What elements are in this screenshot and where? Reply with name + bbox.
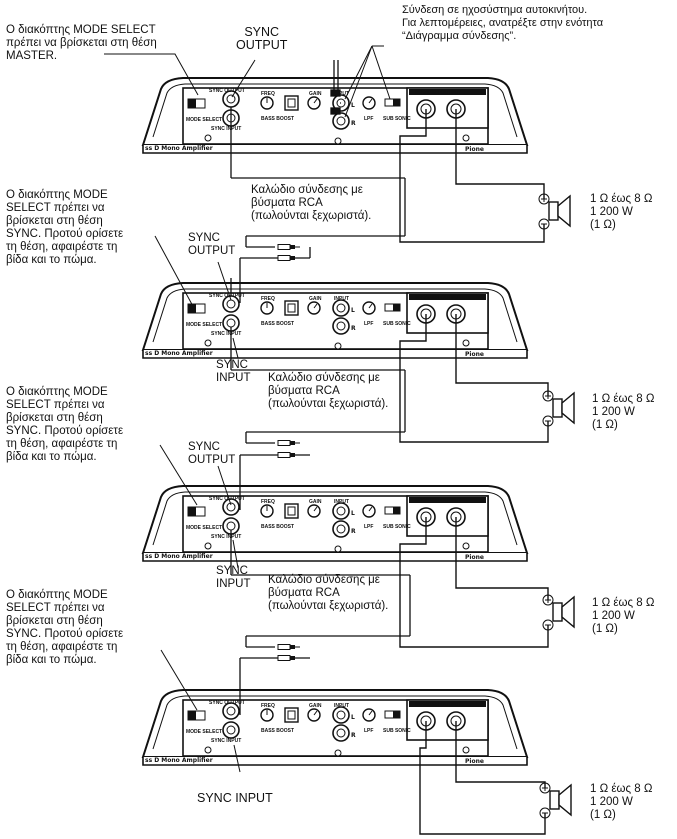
speaker-spec-4: 1 Ω έως 8 Ω 1 200 W (1 Ω) [590,783,653,821]
panel-sync-input-2: SYNC INPUT [211,331,241,337]
panel-speaker-output-4: SPEAKER OUTPUT [415,702,461,708]
panel-sync-output-2: SYNC OUTPUT [209,293,245,299]
amplifier-master [142,77,528,154]
panel-sub-sonic-4: SUB SONIC [383,728,411,734]
amplifier-slave-2 [142,485,528,562]
panel-speaker-output-3: SPEAKER OUTPUT [415,498,461,504]
panel-model-4: ss D Mono Amplifier [145,757,213,764]
panel-bass-boost-4: BASS BOOST [261,728,294,734]
panel-brand-3: Pione [465,554,484,561]
sync-input-label-3: SYNC INPUT [216,565,251,590]
panel-model-3: ss D Mono Amplifier [145,553,213,560]
panel-input-4: INPUT [334,703,349,709]
panel-right-3: R [351,528,356,535]
speaker-4 [539,782,572,819]
panel-bass-boost-2: BASS BOOST [261,321,294,327]
speaker-wires [399,109,549,835]
sync-mode-note-2: Ο διακόπτης MODE SELECT πρέπει να βρίσκε… [6,386,124,463]
panel-mode-select-1: MODE SELECT [186,117,222,123]
panel-sub-sonic-3: SUB SONIC [383,524,411,530]
sync-output-label-2: SYNC OUTPUT [188,232,236,257]
panel-sync-input-1: SYNC INPUT [211,126,241,132]
panel-gain-1: GAIN [309,91,322,97]
sync-output-label-1: SYNC OUTPUT [236,25,288,52]
panel-mode-select-3: MODE SELECT [186,525,222,531]
panel-sync-output-4: SYNC OUTPUT [209,700,245,706]
panel-freq-3: FREQ [261,499,275,505]
speaker-spec-2: 1 Ω έως 8 Ω 1 200 W (1 Ω) [592,393,655,431]
panel-sub-sonic-2: SUB SONIC [383,321,411,327]
panel-right-4: R [351,732,356,739]
head-unit-rca-input [330,45,391,118]
panel-sync-input-3: SYNC INPUT [211,534,241,540]
rca-cable-note-2: Καλώδιο σύνδεσης με βύσματα RCA (πωλούντ… [268,372,389,410]
panel-lpf-2: LPF [364,321,373,327]
panel-lpf-1: LPF [364,116,373,122]
panel-input-2: INPUT [334,296,349,302]
sync-input-label-4: SYNC INPUT [197,791,273,805]
panel-bass-boost-3: BASS BOOST [261,524,294,530]
panel-brand-2: Pione [465,351,484,358]
speaker-spec-3: 1 Ω έως 8 Ω 1 200 W (1 Ω) [592,597,655,635]
panel-freq-1: FREQ [261,91,275,97]
speaker-1 [538,193,571,230]
panel-brand-4: Pione [465,758,484,765]
panel-gain-3: GAIN [309,499,322,505]
panel-sync-output-1: SYNC OUTPUT [209,88,245,94]
sync-input-label-2: SYNC INPUT [216,359,251,384]
panel-gain-4: GAIN [309,703,322,709]
speaker-spec-1: 1 Ω έως 8 Ω 1 200 W (1 Ω) [590,193,653,231]
panel-left-3: L [351,510,355,517]
rca-cable-note-1: Καλώδιο σύνδεσης με βύσματα RCA (πωλούντ… [251,184,372,222]
sync-mode-note-3: Ο διακόπτης MODE SELECT πρέπει να βρίσκε… [6,589,124,666]
panel-bass-boost-1: BASS BOOST [261,116,294,122]
panel-labels: FREQ GAIN INPUT BASS BOOST LPF SUB SONIC SPEAK… [145,88,484,765]
rca-cable-note-3: Καλώδιο σύνδεσης με βύσματα RCA (πωλούντ… [268,574,389,612]
panel-sync-input-4: SYNC INPUT [211,738,241,744]
panel-brand-1: Pione [465,146,484,153]
panel-right-2: R [351,325,356,332]
panel-gain-2: GAIN [309,296,322,302]
amplifier-slave-1 [142,282,528,359]
pointer-lines [104,53,256,773]
panel-input-1: INPUT [334,91,349,97]
panel-lpf-4: LPF [364,728,373,734]
panel-left-4: L [351,714,355,721]
panel-right-1: R [351,120,356,127]
panel-input-3: INPUT [334,499,349,505]
sync-mode-note-1: Ο διακόπτης MODE SELECT πρέπει να βρίσκε… [6,189,124,266]
panel-speaker-output-1: SPEAKER OUTPUT [415,90,461,96]
panel-lpf-3: LPF [364,524,373,530]
sync-output-label-3: SYNC OUTPUT [188,441,236,466]
panel-speaker-output-2: SPEAKER OUTPUT [415,295,461,301]
panel-model-2: ss D Mono Amplifier [145,350,213,357]
head-unit-connection-note: Σύνδεση σε ηχοσύστημα αυτοκινήτου. Για λ… [402,4,604,42]
amplifier-slave-3 [142,689,528,766]
panel-left-2: L [351,307,355,314]
master-mode-note: Ο διακόπτης MODE SELECT πρέπει να βρίσκε… [6,24,157,62]
panel-sub-sonic-1: SUB SONIC [383,116,411,122]
speaker-2 [542,390,575,427]
speaker-3 [542,594,575,631]
panel-sync-output-3: SYNC OUTPUT [209,496,245,502]
panel-model-1: ss D Mono Amplifier [145,145,213,152]
panel-left-1: L [351,102,355,109]
panel-freq-4: FREQ [261,703,275,709]
panel-freq-2: FREQ [261,296,275,302]
panel-mode-select-2: MODE SELECT [186,322,222,328]
panel-mode-select-4: MODE SELECT [186,729,222,735]
